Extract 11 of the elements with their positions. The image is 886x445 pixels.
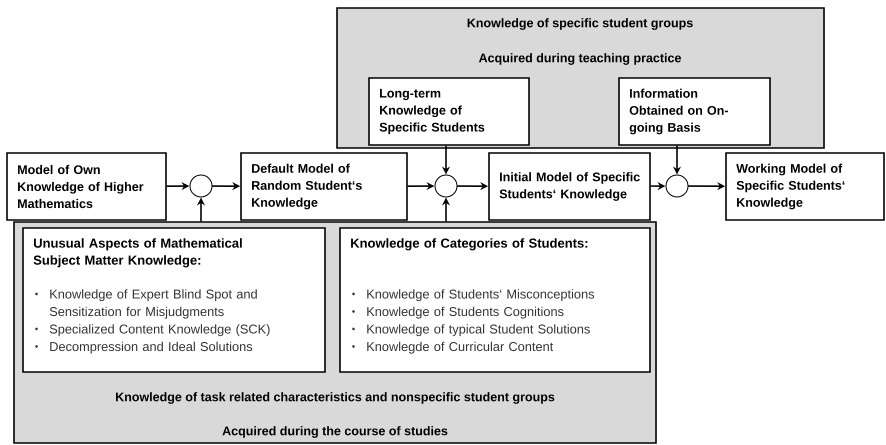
- process-box: Model of Own Knowledge of Higher Mathematics: [6, 152, 167, 221]
- process-box: Initial Model of Specific Students‘ Knowledge: [488, 152, 651, 221]
- list-box: Unusual Aspects of Mathematical Subject Matter Knowledge: Knowledge of Expert Blind Spot and Sensitization for Misjudgments Specialized Content Knowledge (SCK) Decompression and Ideal Solutions: [22, 227, 326, 373]
- junction-circle: [190, 174, 212, 198]
- process-box: Working Model of Specific Students‘ Knowledge: [725, 152, 885, 221]
- list-box: Knowledge of Categories of Students: Knowledge of Students‘ Misconceptions Knowledge of Students Cognitions Knowledge of typical Student Solutions Knowlegde of Curricular Content: [339, 227, 651, 373]
- process-box: Information Obtained on On-going Basis: [618, 77, 771, 146]
- process-box: Default Model of Random Student‘s Knowledge: [240, 152, 408, 221]
- junction-circle: [666, 174, 688, 198]
- process-box: Long-term Knowledge of Specific Students: [368, 77, 530, 146]
- junction-circle: [434, 174, 458, 198]
